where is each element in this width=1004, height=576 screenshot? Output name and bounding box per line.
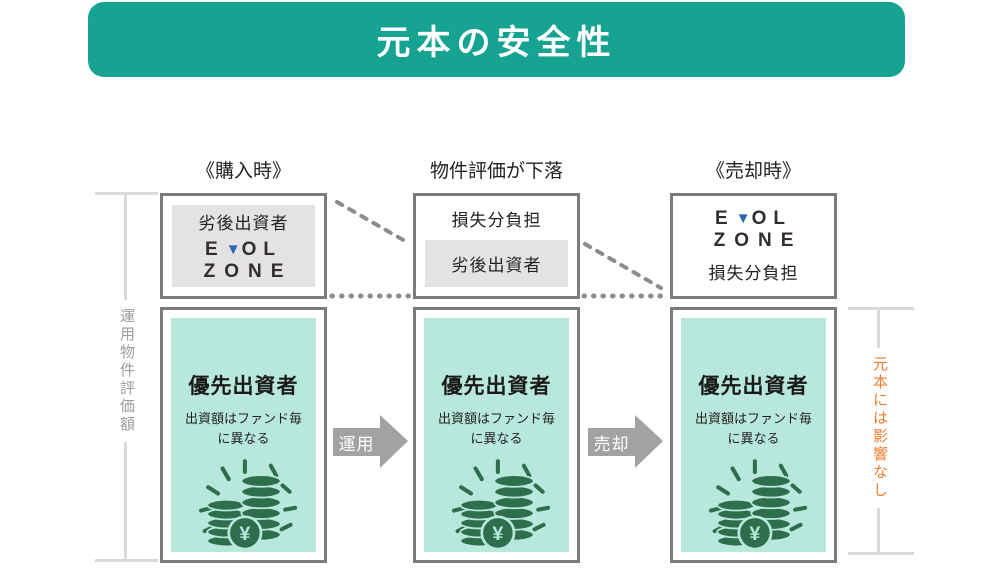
right-axis-label: 元本には影響なし [865, 348, 892, 508]
logo-line1: E▼OL [715, 208, 792, 230]
operation-arrow-label: 運用 [333, 428, 380, 456]
coins-icon [696, 455, 812, 552]
coins-icon [186, 455, 302, 552]
subordinated-investor-label: 劣後出資者 [451, 256, 542, 275]
priority-panel: 優先出資者 出資額はファンド毎に異なる [171, 318, 316, 552]
logo-line2: ZONE [203, 261, 293, 282]
logo-triangle-icon: ▼ [225, 241, 241, 259]
arrow-head-icon [380, 415, 408, 468]
title-banner: 元本の安全性 [88, 2, 905, 77]
subordinated-box-decline: 損失分負担 劣後出資者 [413, 193, 580, 299]
coins-icon [439, 455, 555, 552]
subordinated-box-purchase: 劣後出資者 E▼OL ZONE [160, 193, 327, 299]
operation-arrow: 運用 [333, 415, 408, 468]
priority-panel: 優先出資者 出資額はファンド毎に異なる [424, 318, 569, 552]
subordinated-panel: 劣後出資者 [425, 240, 568, 287]
evol-zone-logo: E▼OL ZONE [714, 208, 794, 252]
sale-arrow-label: 売却 [588, 428, 635, 456]
sale-arrow: 売却 [588, 415, 663, 468]
right-bracket-top-cap [848, 307, 914, 310]
priority-subtitle: 出資額はファンド毎に異なる [694, 411, 812, 447]
column-header-purchase: 《購入時》 [195, 161, 291, 182]
sale-box-inner: E▼OL ZONE 損失分負担 [673, 196, 834, 296]
right-bracket-bottom-cap [848, 552, 914, 555]
page-title: 元本の安全性 [376, 24, 617, 62]
loss-burden-label: 損失分負担 [451, 210, 542, 230]
left-bracket-bottom-cap [95, 559, 158, 562]
subordinated-investor-label: 劣後出資者 [198, 214, 289, 234]
evol-zone-logo: E▼OL ZONE [204, 239, 284, 283]
left-axis-label: 運用物件評価額 [112, 300, 139, 442]
subordinated-box-sale: E▼OL ZONE 損失分負担 [670, 193, 837, 299]
priority-subtitle: 出資額はファンド毎に異なる [184, 411, 302, 447]
priority-investor-label: 優先出資者 [188, 375, 299, 398]
loss-burden-label: 損失分負担 [708, 263, 799, 283]
arrow-head-icon [635, 415, 663, 468]
priority-investor-label: 優先出資者 [698, 375, 809, 398]
subordinated-panel: 劣後出資者 E▼OL ZONE [172, 205, 315, 287]
priority-box-sale: 優先出資者 出資額はファンド毎に異なる [670, 307, 837, 563]
logo-triangle-icon: ▼ [735, 210, 751, 228]
column-header-sale: 《売却時》 [705, 161, 801, 182]
priority-investor-label: 優先出資者 [441, 375, 552, 398]
loss-burden-area: 損失分負担 [416, 196, 577, 240]
priority-box-decline: 優先出資者 出資額はファンド毎に異なる [413, 307, 580, 563]
priority-panel: 優先出資者 出資額はファンド毎に異なる [681, 318, 826, 552]
logo-line1: E▼OL [205, 239, 282, 261]
logo-line2: ZONE [713, 230, 803, 251]
column-header-decline: 物件評価が下落 [429, 161, 563, 182]
priority-subtitle: 出資額はファンド毎に異なる [437, 411, 555, 447]
priority-box-purchase: 優先出資者 出資額はファンド毎に異なる [160, 307, 327, 563]
